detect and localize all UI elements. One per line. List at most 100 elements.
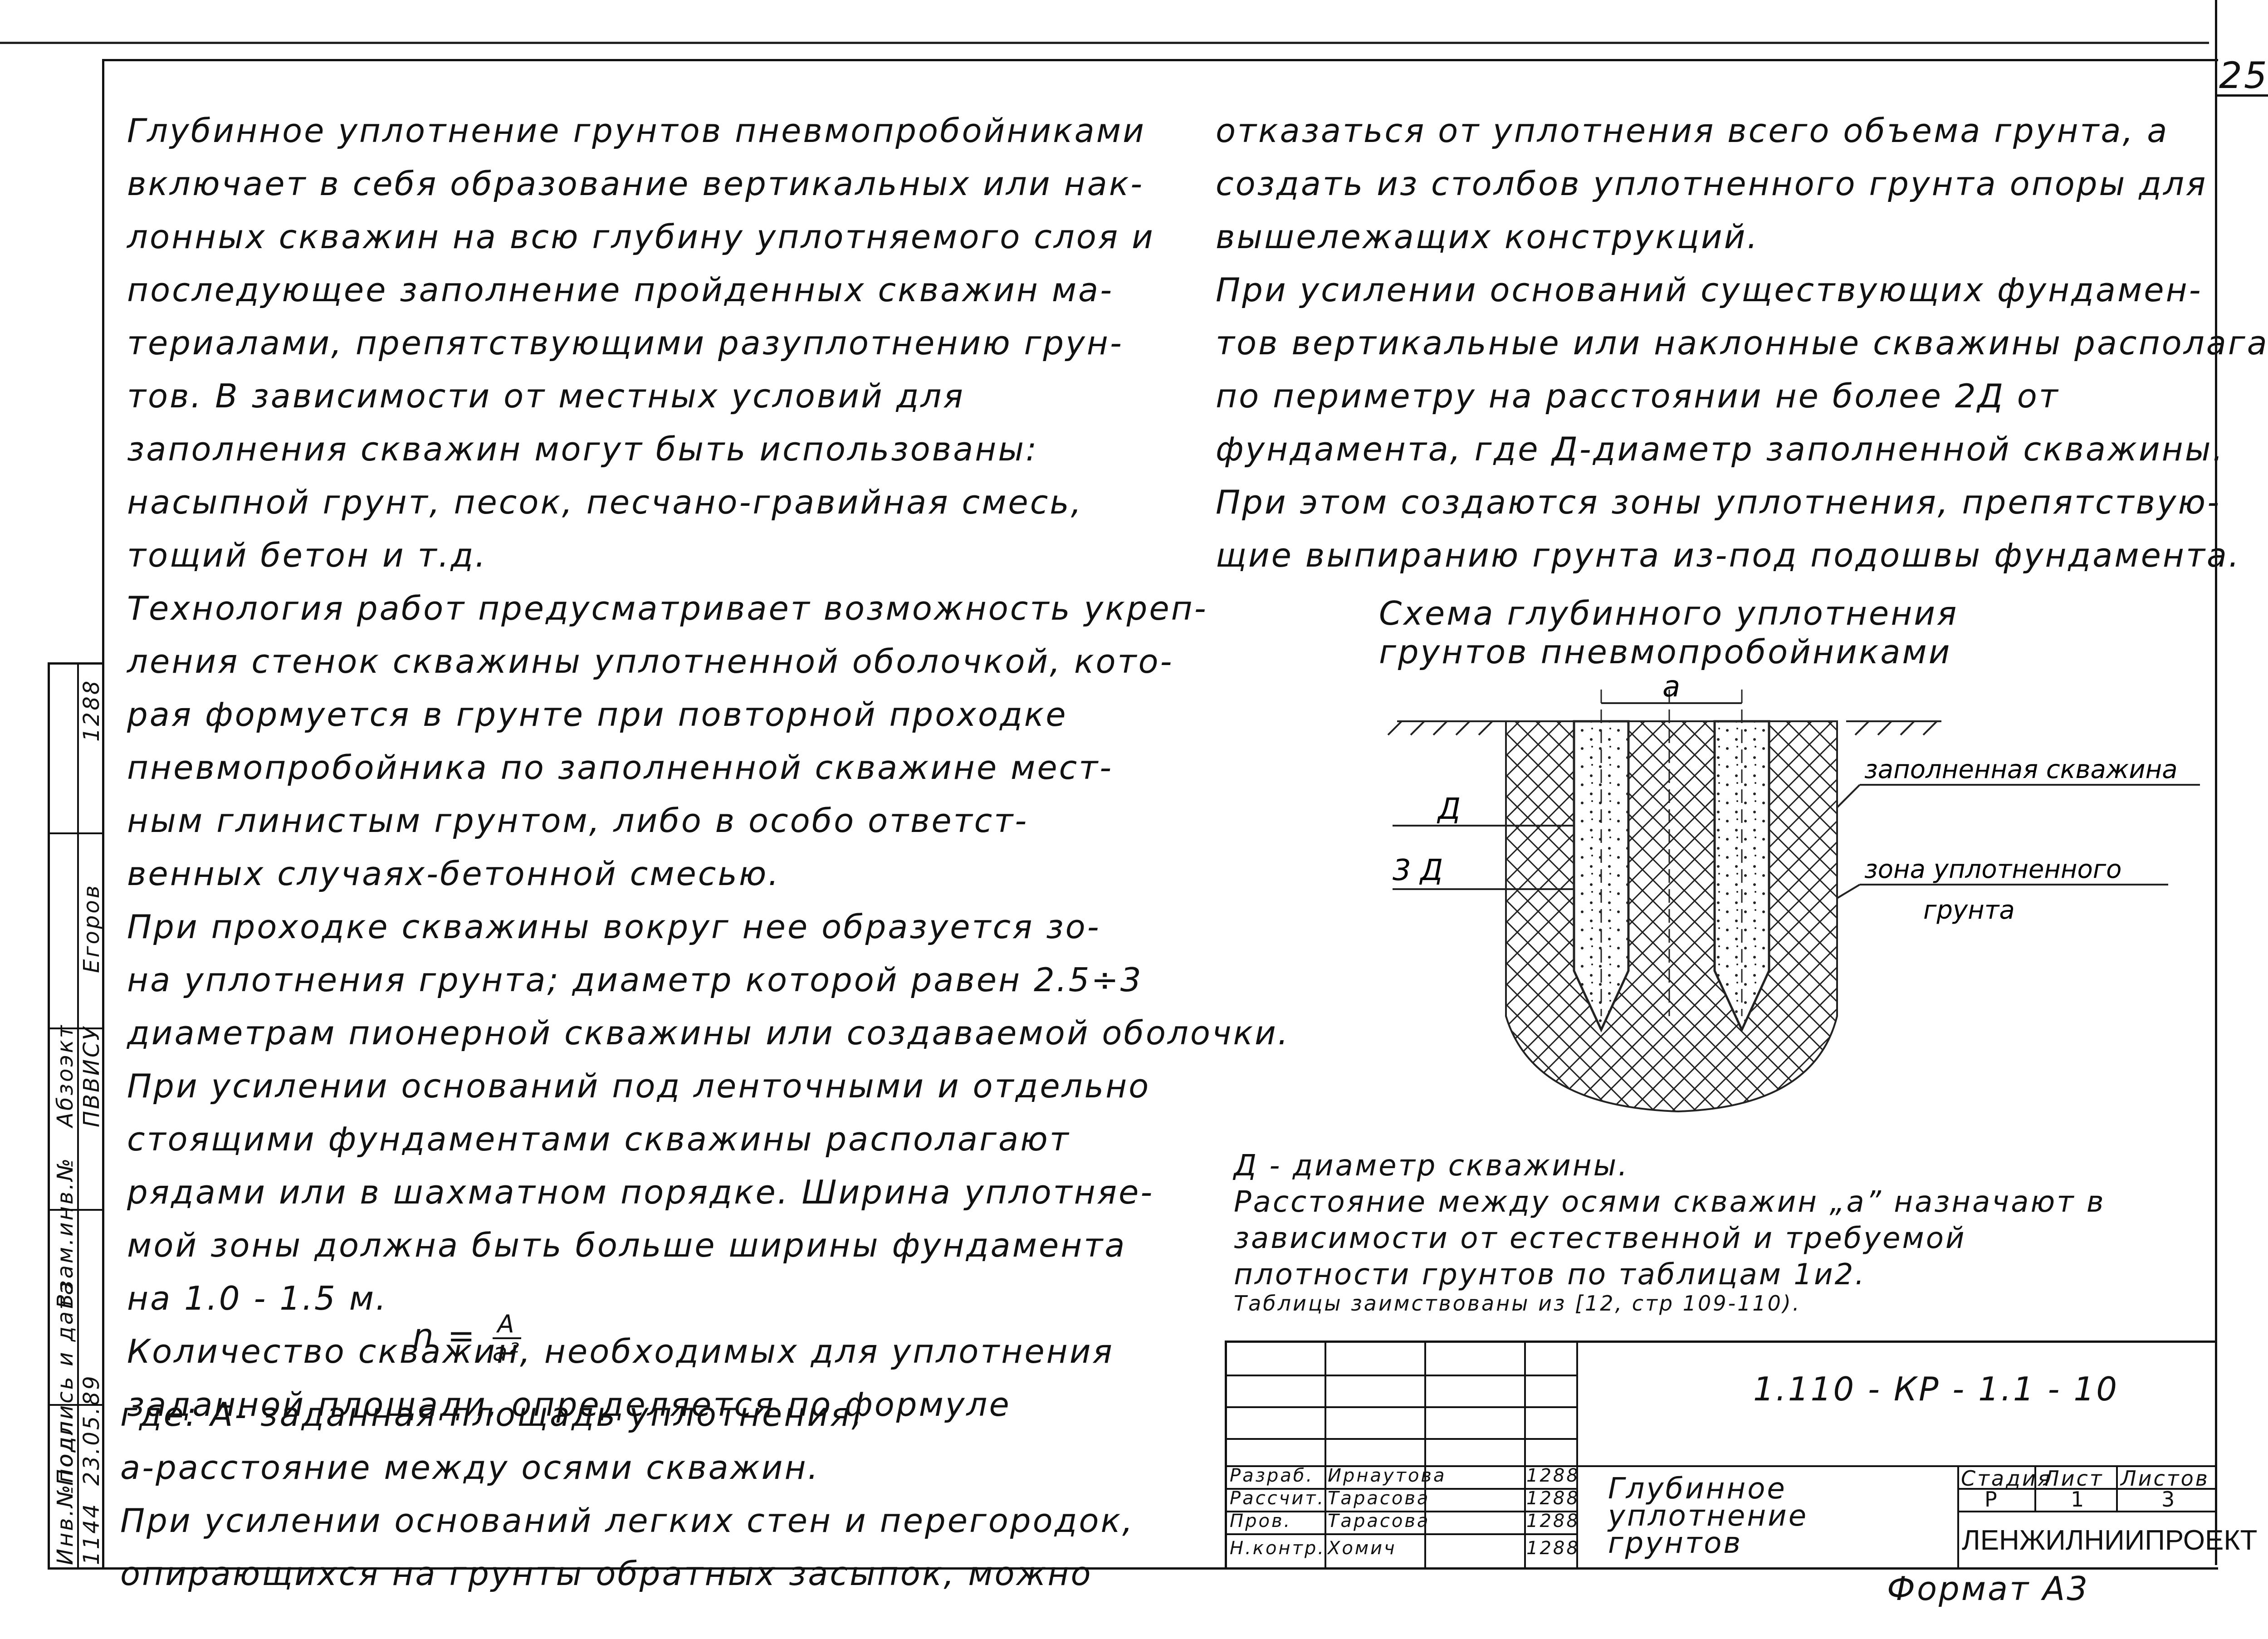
text-line: пневмопробойника по заполненной скважине…: [127, 749, 1114, 787]
compaction-diagram: a Д 3 Д заполненная скважина зона уплотн…: [1387, 671, 2200, 1113]
text-line: лонных скважин на всю глубину уплотняемо…: [127, 218, 1155, 256]
label-filled-borehole: заполненная скважина: [1864, 755, 2178, 784]
doc-title-2: уплотнение: [1608, 1499, 1809, 1533]
text-line: При усилении оснований легких стен и пер…: [120, 1502, 1134, 1540]
text-line: где: А- заданная площадь уплотнения;: [120, 1395, 865, 1434]
format-label: Формат А3: [1887, 1570, 2090, 1608]
text-line: насыпной грунт, песок, песчано-гравийная…: [127, 483, 1083, 521]
signer-date: 1288: [1526, 1465, 1580, 1486]
frame-right-edge: [2215, 0, 2217, 1565]
doc-title-1: Глубинное: [1608, 1472, 1787, 1506]
page-number-box: [2215, 54, 2268, 97]
text-line: ления стенок скважины уплотненной оболоч…: [127, 642, 1174, 680]
text-line: ным глинистым грунтом, либо в особо отве…: [127, 802, 1029, 840]
signer-date: 1288: [1526, 1511, 1580, 1531]
sheets-label: Листов: [2121, 1466, 2209, 1491]
formula-denominator: a²: [492, 1338, 521, 1366]
text-line: При усилении оснований под ленточными и …: [127, 1067, 1151, 1105]
text-line: диаметрам пионерной скважины или создава…: [127, 1014, 1290, 1052]
text-line: При этом создаются зоны уплотнения, преп…: [1216, 483, 2221, 521]
doc-title-3: грунтов: [1608, 1526, 1743, 1560]
signer-name: Ирнаутова: [1328, 1465, 1447, 1486]
formula: n = A a²: [413, 1311, 521, 1365]
text-line: заданной площади, определяется по формул…: [127, 1385, 1011, 1424]
doc-code: 1.110 - КР - 1.1 - 10: [1753, 1370, 2119, 1408]
text-line: Расстояние между осями скважин „a” назна…: [1234, 1185, 2106, 1219]
text-line: Глубинное уплотнение грунтов пневмопробо…: [127, 112, 1146, 150]
text-line: по периметру на расстоянии не более 2Д о…: [1216, 377, 2060, 415]
text-line: вышележащих конструкций.: [1216, 218, 1760, 256]
page-number: 25: [2219, 54, 2268, 97]
text-line: Д - диаметр скважины.: [1234, 1149, 1629, 1183]
top-rule: [0, 42, 2209, 44]
text-line: стоящими фундаментами скважины располага…: [127, 1120, 1070, 1158]
text-line: териалами, препятствующими разуплотнению…: [127, 324, 1124, 362]
formula-fraction: A a²: [492, 1311, 521, 1366]
signer-role: Разраб.: [1230, 1465, 1314, 1486]
dim-3d-label: 3 Д: [1393, 854, 1443, 887]
text-line: Количество скважин, необходимых для упло…: [127, 1332, 1114, 1370]
text-line: отказаться от уплотнения всего объема гр…: [1216, 112, 2169, 150]
organization: ЛЕНЖИЛНИИПРОЕКТ: [1962, 1525, 2258, 1556]
title-block: 1.110 - КР - 1.1 - 10 Разраб. Ирнаутова 12…: [1225, 1341, 2257, 1567]
signer-name: Тарасова: [1328, 1511, 1430, 1531]
side-org1: ПВВИСУ: [79, 1025, 104, 1127]
formula-lhs: n =: [413, 1316, 477, 1355]
label-zone-1: зона уплотненного: [1864, 855, 2121, 884]
text-line: При усилении оснований существующих фунд…: [1216, 271, 2203, 309]
text-line: тощий бетон и т.д.: [127, 536, 488, 574]
signer-date: 1288: [1526, 1538, 1580, 1559]
tables-source-note: Таблицы заимствованы из [12, стр 109-110…: [1234, 1291, 1801, 1316]
drawing-frame: [102, 59, 2218, 1570]
text-line: венных случаях-бетонной смесью.: [127, 855, 781, 893]
text-line: на уплотнения грунта; диаметр которой ра…: [127, 961, 1143, 999]
side-num: 1144: [79, 1502, 104, 1565]
side-code: 1288: [79, 679, 104, 742]
formula-numerator: A: [492, 1311, 521, 1339]
dim-d-label: Д: [1437, 793, 1461, 826]
text-line: тов вертикальные или наклонные скважины …: [1216, 324, 2268, 362]
signer-name: Тарасова: [1328, 1488, 1430, 1509]
signer-date: 1288: [1526, 1488, 1580, 1509]
diagram-title-line1: Схема глубинного уплотнения: [1379, 594, 1959, 632]
text-line: Технология работ предусматривает возможн…: [127, 589, 1208, 627]
text-line: заполнения скважин могут быть использова…: [127, 430, 1039, 468]
diagram-title: Схема глубинного уплотнения грунтов пнев…: [1379, 594, 1958, 671]
sheet-value: 1: [2071, 1487, 2084, 1512]
label-zone-2: грунта: [1923, 895, 2015, 925]
left-text-column: Глубинное уплотнение грунтов пневмопробо…: [127, 104, 1290, 1431]
left-text-after-formula: где: А- заданная площадь уплотнения; a-р…: [120, 1388, 1134, 1600]
dim-a-label: a: [1662, 671, 1680, 704]
text-line: плотности грунтов по таблицам 1и2.: [1234, 1258, 1866, 1292]
text-line: на 1.0 - 1.5 м.: [127, 1279, 388, 1317]
signer-role: Пров.: [1230, 1511, 1292, 1531]
side-name: Егоров: [79, 883, 104, 973]
text-line: опирающихся на грунты обратных засыпок, …: [120, 1555, 1093, 1593]
right-text-column: отказаться от уплотнения всего объема гр…: [1216, 104, 2268, 582]
signer-role: Рассчит.: [1230, 1488, 1325, 1509]
side-inv: Инв.№подл.: [53, 1410, 78, 1565]
text-line: последующее заполнение пройденных скважи…: [127, 271, 1114, 309]
stage-label: Стадия: [1961, 1466, 2052, 1491]
text-line: рая формуется в грунте при повторной про…: [127, 695, 1068, 734]
text-line: рядами или в шахматном порядке. Ширина у…: [127, 1173, 1154, 1211]
text-line: При проходке скважины вокруг нее образуе…: [127, 908, 1101, 946]
text-line: мой зоны должна быть больше ширины фунда…: [127, 1226, 1127, 1264]
stage-value: Р: [1984, 1487, 1997, 1512]
compacted-zone: [1505, 720, 1838, 1113]
text-line: тов. В зависимости от местных условий дл…: [127, 377, 965, 415]
diagram-notes: Д - диаметр скважины.Расстояние между ос…: [1234, 1148, 2106, 1314]
text-line: фундамента, где Д-диаметр заполненной ск…: [1216, 430, 2225, 468]
text-line: зависимости от естественной и требуемой: [1234, 1222, 1966, 1255]
side-org2: Абзоэкт: [53, 1023, 78, 1127]
diagram-title-line2: грунтов пневмопробойниками: [1379, 633, 1952, 671]
signer-name: Хомич: [1328, 1538, 1397, 1559]
text-line: создать из столбов уплотненного грунта о…: [1216, 165, 2208, 203]
side-dated: 23.05.89: [79, 1374, 104, 1486]
sheet-label: Лист: [2043, 1466, 2104, 1491]
text-line: щие выпиранию грунта из-под подошвы фунд…: [1216, 536, 2241, 574]
signer-role: Н.контр.: [1230, 1538, 1325, 1559]
side-stamp: 1288 Егоров Абзоэкт ПВВИСУ Взам.инв.№ По…: [48, 662, 104, 1570]
text-line: включает в себя образование вертикальных…: [127, 165, 1144, 203]
text-line: a-расстояние между осями скважин.: [120, 1448, 820, 1487]
